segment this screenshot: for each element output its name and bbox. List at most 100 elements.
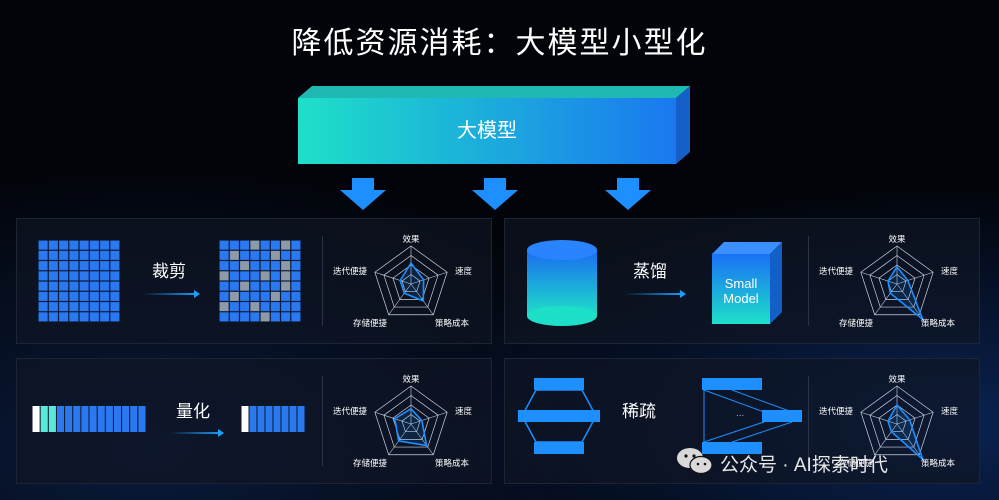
pruned-cell (250, 302, 260, 312)
radar-ring (878, 404, 916, 440)
bit-cell (81, 406, 89, 432)
pruned-cell (260, 312, 270, 322)
weight-cell (89, 240, 99, 250)
radar-label-left: 迭代便捷 (819, 406, 854, 417)
weight-cell (100, 250, 110, 260)
pruned-cell (281, 281, 291, 291)
weight-cell (48, 291, 58, 301)
weight-cell (110, 302, 120, 312)
weight-cell (250, 312, 260, 322)
weight-cell (281, 250, 291, 260)
bit-cell (297, 406, 305, 432)
weight-cell (100, 240, 110, 250)
weight-cell (250, 261, 260, 271)
weight-cell (79, 271, 89, 281)
radar-axis (874, 283, 898, 315)
radar-label-bottom-left: 存储便捷 (353, 318, 388, 329)
radar-axis (410, 411, 448, 425)
weight-cell (219, 240, 229, 250)
radar-axis (896, 411, 934, 425)
radar-label-right: 速度 (455, 406, 473, 417)
radar-label-bottom-right: 策略成本 (921, 318, 956, 329)
weight-cell (48, 271, 58, 281)
bit-cell (281, 406, 289, 432)
radar-ring (869, 255, 925, 308)
weight-cell (260, 302, 270, 312)
radar-axis (410, 423, 434, 455)
flow-arrow-icon (170, 429, 224, 437)
radar-label-bottom-right: 策略成本 (921, 458, 956, 469)
weight-cell (48, 240, 58, 250)
weight-cell (38, 250, 48, 260)
weight-cell (38, 271, 48, 281)
radar-axis (896, 423, 920, 455)
small-model-label: Small Model (723, 276, 759, 306)
weight-cell (79, 281, 89, 291)
weight-cell (110, 291, 120, 301)
weight-cell (281, 291, 291, 301)
bit-cell (97, 406, 105, 432)
weight-cell (219, 281, 229, 291)
radar-label-bottom-right: 策略成本 (435, 458, 470, 469)
weight-cell (48, 302, 58, 312)
divider (322, 236, 323, 326)
radar-ring (383, 255, 439, 308)
radar-axis (410, 283, 434, 315)
weight-cell (100, 312, 110, 322)
weight-cell (48, 261, 58, 271)
radar-label-left: 迭代便捷 (333, 266, 368, 277)
weight-cell (270, 281, 280, 291)
weight-cell (250, 271, 260, 281)
big-model-box: 大模型 (298, 86, 698, 164)
weight-cell (219, 250, 229, 260)
weight-cell (38, 302, 48, 312)
weight-cell (229, 302, 239, 312)
flow-arrow-icon (624, 290, 686, 298)
bit-cell (89, 406, 97, 432)
radar-ring (401, 274, 421, 293)
radar-axis (374, 411, 412, 425)
radar-axis (860, 271, 898, 285)
down-arrow-icon (605, 178, 651, 210)
weight-cell (260, 240, 270, 250)
weight-cell (229, 312, 239, 322)
weight-cell (48, 250, 58, 260)
radar-ring (401, 414, 421, 433)
radar-axis (374, 271, 412, 285)
divider (322, 376, 323, 466)
weight-cell (59, 281, 69, 291)
weight-cell (110, 250, 120, 260)
weight-cell (69, 291, 79, 301)
radar-label-top: 效果 (402, 234, 420, 245)
radar-label-top: 效果 (402, 374, 420, 385)
weight-cell (291, 291, 301, 301)
weight-cell (100, 302, 110, 312)
weight-cell (79, 240, 89, 250)
weight-cell (291, 261, 301, 271)
pruned-cell (260, 271, 270, 281)
weight-cell (69, 250, 79, 260)
radar-axis (896, 283, 920, 315)
weight-cell (38, 281, 48, 291)
weight-cell (89, 271, 99, 281)
radar-axis (874, 423, 898, 455)
radar-label-top: 效果 (888, 234, 906, 245)
radar-ring (869, 395, 925, 448)
weight-cell (291, 271, 301, 281)
pruned-cell (219, 271, 229, 281)
weight-cell (79, 291, 89, 301)
weight-cell (240, 291, 250, 301)
weight-cell (48, 312, 58, 322)
radar-ring (392, 404, 430, 440)
radar-label-right: 速度 (455, 266, 473, 277)
weight-cell (270, 261, 280, 271)
prune-label: 裁剪 (152, 262, 186, 281)
quantized-bar (241, 406, 305, 432)
distill-label: 蒸馏 (633, 262, 667, 281)
weight-cell (270, 240, 280, 250)
small-model-cube (712, 242, 782, 324)
radar-label-right: 速度 (941, 406, 959, 417)
weight-cell (291, 312, 301, 322)
